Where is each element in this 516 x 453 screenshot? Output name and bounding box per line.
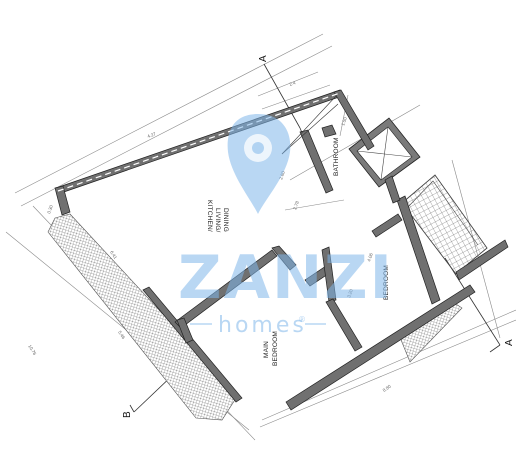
dim-label: 5.46 [117, 330, 126, 340]
section-label-b: B [122, 411, 133, 418]
dim-label: 6.41 [109, 250, 118, 260]
dim-label: 4.27 [147, 131, 157, 139]
zanzi-homes-watermark: ZANZI homes ® [178, 114, 394, 338]
bathroom-door [281, 95, 339, 155]
dim-label: 3.20 [346, 288, 354, 298]
dim-label: 10.76 [27, 344, 37, 357]
dim-label: 0.30 [46, 204, 54, 214]
dim-label: 2.78 [292, 200, 300, 210]
dim-label: 2.60 [278, 170, 286, 180]
room-label-bedroom: BEDROOM [383, 265, 390, 300]
section-label-a-bottom: A [504, 339, 515, 346]
section-label-a-top: A [258, 55, 269, 62]
room-label-kitchen-3: DINING [222, 208, 229, 232]
staircase [401, 174, 488, 275]
watermark-brand: ZANZI [178, 243, 394, 313]
dim-label: 8.80 [382, 383, 392, 392]
dim-label: 4.06 [366, 252, 374, 262]
watermark-sub: homes [218, 313, 307, 338]
room-label-kitchen-1: KITCHEN/ [206, 200, 213, 232]
dimension-labels: 4.27 2.4 0.30 6.41 5.46 10.76 2.78 3.20 … [27, 80, 392, 393]
room-label-kitchen-2: LIVING/ [214, 208, 221, 233]
room-label-main-bedroom-2: BEDROOM [272, 331, 279, 366]
watermark-registered-mark: ® [298, 315, 309, 324]
room-label-bathroom: BATHROOM [333, 137, 340, 176]
dim-label: 1.50 [340, 116, 348, 126]
facade-hatch-area [47, 213, 239, 421]
room-label-main-bedroom-1: MAIN [263, 341, 270, 358]
dim-label: 2.4 [289, 80, 297, 87]
location-pin-icon [227, 114, 291, 214]
